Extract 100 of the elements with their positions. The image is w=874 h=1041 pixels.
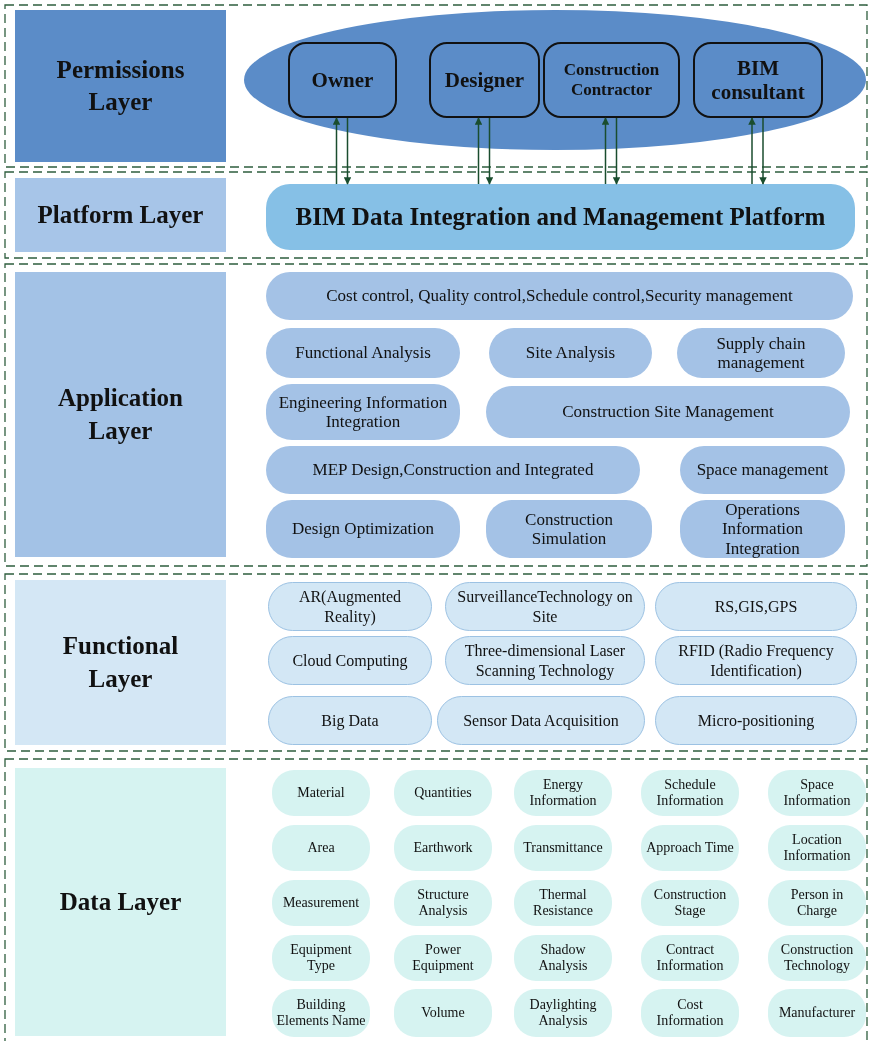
pill-label: Location Information xyxy=(782,832,852,864)
pill-label: Cost Information xyxy=(655,997,725,1029)
data-pill xyxy=(272,935,370,981)
pill-label: Quantities xyxy=(414,785,472,801)
arrow xyxy=(612,117,621,185)
pill-label: RS,GIS,GPS xyxy=(714,596,798,617)
application-pill xyxy=(677,328,845,378)
pill-label: Shadow Analysis xyxy=(537,942,589,974)
role-box xyxy=(693,42,823,118)
data-pill xyxy=(272,770,370,816)
data-pill xyxy=(641,770,739,816)
pill-label: Space Information xyxy=(782,777,852,809)
pill-label: Transmittance xyxy=(523,840,603,856)
pill-label: Construction Stage xyxy=(652,887,728,919)
data-pill xyxy=(514,935,612,981)
data-pill xyxy=(272,880,370,926)
pill-label: Building Elements Name xyxy=(276,997,366,1029)
pill-label: Measurement xyxy=(282,895,360,911)
data-pill xyxy=(641,989,739,1037)
pill-label: Cost control, Quality control,Schedule control,Security management xyxy=(326,286,793,306)
pill-label: RFID (Radio Frequency Identification) xyxy=(677,641,835,680)
platform-title: BIM Data Integration and Management Platform xyxy=(295,203,826,231)
technology-pill xyxy=(655,696,857,745)
layer-title: Data Layer xyxy=(59,886,182,917)
role-box xyxy=(429,42,540,118)
data-pill xyxy=(394,825,492,871)
arrow xyxy=(748,117,756,185)
layer-label xyxy=(15,178,226,252)
data-pill xyxy=(768,825,866,871)
arrow xyxy=(474,117,483,185)
pill-label: Structure Analysis xyxy=(416,887,470,919)
data-pill xyxy=(394,770,492,816)
pill-label: Manufacturer xyxy=(778,1005,856,1021)
pill-label: Energy Information xyxy=(528,777,598,809)
pill-label: Site Analysis xyxy=(525,343,616,363)
stakeholder-ellipse xyxy=(244,10,866,150)
role-box xyxy=(288,42,397,118)
application-pill xyxy=(680,446,845,494)
application-pill xyxy=(266,272,853,320)
pill-label: Person in Charge xyxy=(789,887,845,919)
technology-pill xyxy=(437,696,645,745)
technology-pill xyxy=(268,582,432,631)
pill-label: Cloud Computing xyxy=(292,650,408,671)
pill-label: Material xyxy=(297,785,345,801)
data-pill xyxy=(641,935,739,981)
data-pill xyxy=(641,825,739,871)
data-pill xyxy=(768,880,866,926)
layer-title: Platform Layer xyxy=(37,199,204,230)
technology-pill xyxy=(655,636,857,685)
pill-label: Big Data xyxy=(321,710,379,731)
arrow xyxy=(759,117,767,185)
role-label: Construction Contractor xyxy=(562,60,661,100)
pill-label: Construction Simulation xyxy=(524,509,614,549)
pill-label: Daylighting Analysis xyxy=(528,997,598,1029)
arrow xyxy=(332,117,341,185)
pill-label: Functional Analysis xyxy=(295,343,431,363)
pill-label: Operations Information Integration xyxy=(720,500,805,558)
layer-label xyxy=(15,580,226,745)
pill-label: AR(Augmented Reality) xyxy=(297,587,403,626)
application-pill xyxy=(266,384,460,440)
application-pill xyxy=(266,446,640,494)
data-pill xyxy=(394,935,492,981)
application-pill xyxy=(486,386,850,438)
platform-bar xyxy=(266,184,855,250)
role-label: BIM consultant xyxy=(710,55,806,105)
pill-label: Space management xyxy=(696,460,829,480)
pill-label: Sensor Data Acquisition xyxy=(463,710,619,731)
data-pill xyxy=(768,770,866,816)
pill-label: Construction Site Management xyxy=(562,402,774,422)
layer-label xyxy=(15,10,226,162)
data-pill xyxy=(641,880,739,926)
technology-pill xyxy=(445,582,645,631)
pill-label: Engineering Information Integration xyxy=(277,392,449,432)
role-box xyxy=(543,42,680,118)
data-pill xyxy=(272,825,370,871)
arrow xyxy=(485,117,494,185)
pill-label: Thermal Resistance xyxy=(532,887,594,919)
pill-label: Volume xyxy=(421,1005,465,1021)
data-pill xyxy=(514,989,612,1037)
pill-label: Area xyxy=(307,840,335,856)
data-pill xyxy=(768,935,866,981)
data-pill xyxy=(514,825,612,871)
data-pill xyxy=(394,989,492,1037)
layer-label xyxy=(15,272,226,557)
layer-title: Functional Layer xyxy=(61,631,180,694)
technology-pill xyxy=(268,696,432,745)
application-pill xyxy=(489,328,652,378)
data-pill xyxy=(514,880,612,926)
arrow xyxy=(601,117,610,185)
pill-label: Micro-positioning xyxy=(697,710,815,731)
technology-pill xyxy=(655,582,857,631)
application-pill xyxy=(266,500,460,558)
pill-label: Power Equipment xyxy=(411,942,475,974)
application-pill xyxy=(486,500,652,558)
arrow xyxy=(343,117,352,185)
data-pill xyxy=(394,880,492,926)
data-pill xyxy=(272,989,370,1037)
pill-label: Contract Information xyxy=(655,942,725,974)
layer-title: Application Layer xyxy=(57,383,184,446)
technology-pill xyxy=(445,636,645,685)
